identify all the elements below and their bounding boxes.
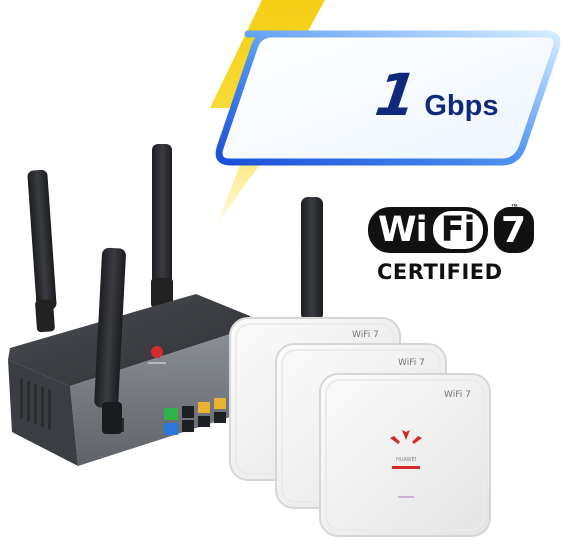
wifi-pill: Wi Fi xyxy=(368,207,488,253)
router-port-black-4 xyxy=(214,412,226,423)
wifi-certified-text: CERTIFIED xyxy=(377,260,503,284)
ap-front-brand-label: HUAWEI xyxy=(396,457,417,463)
router-port-green xyxy=(164,408,178,420)
router-port-black-2 xyxy=(182,420,194,432)
wifi-fi-text: Fi xyxy=(432,210,483,250)
router-device xyxy=(8,144,258,466)
speed-number: 1 xyxy=(371,61,422,129)
router-port-black-1 xyxy=(182,406,194,418)
wifi-wi-text: Wi xyxy=(378,210,428,250)
antenna-far-right xyxy=(301,197,323,321)
huawei-logo-icon xyxy=(390,430,422,444)
ap-middle-wifi7-label: WiFi 7 xyxy=(398,358,425,368)
ap-status-led xyxy=(398,496,414,498)
router-port-yellow-1 xyxy=(198,402,210,413)
router-port-black-3 xyxy=(198,416,210,427)
router-port-blue xyxy=(164,423,178,435)
wifi7-certified-logo: Wi Fi 7 ™ CERTIFIED xyxy=(368,204,534,287)
router-brand-label: HUAWEI xyxy=(148,372,169,378)
huawei-logo-icon xyxy=(148,346,166,364)
antenna-front xyxy=(94,247,126,434)
wifi-trademark: ™ xyxy=(511,204,518,211)
speed-badge-frame xyxy=(215,30,561,166)
speed-value: 1 Gbps xyxy=(371,61,499,129)
ap-front-wifi7-label: WiFi 7 xyxy=(444,390,471,400)
wifi-generation: 7 xyxy=(493,207,534,253)
router-port-yellow-2 xyxy=(214,398,226,409)
ap-red-accent xyxy=(392,466,420,469)
router-vents xyxy=(20,378,51,430)
ap-back-wifi7-label: WiFi 7 xyxy=(352,330,379,340)
antenna-back-middle xyxy=(151,144,173,308)
speed-unit: Gbps xyxy=(424,90,499,122)
antenna-back-left xyxy=(27,169,57,333)
access-point-front xyxy=(319,373,491,537)
